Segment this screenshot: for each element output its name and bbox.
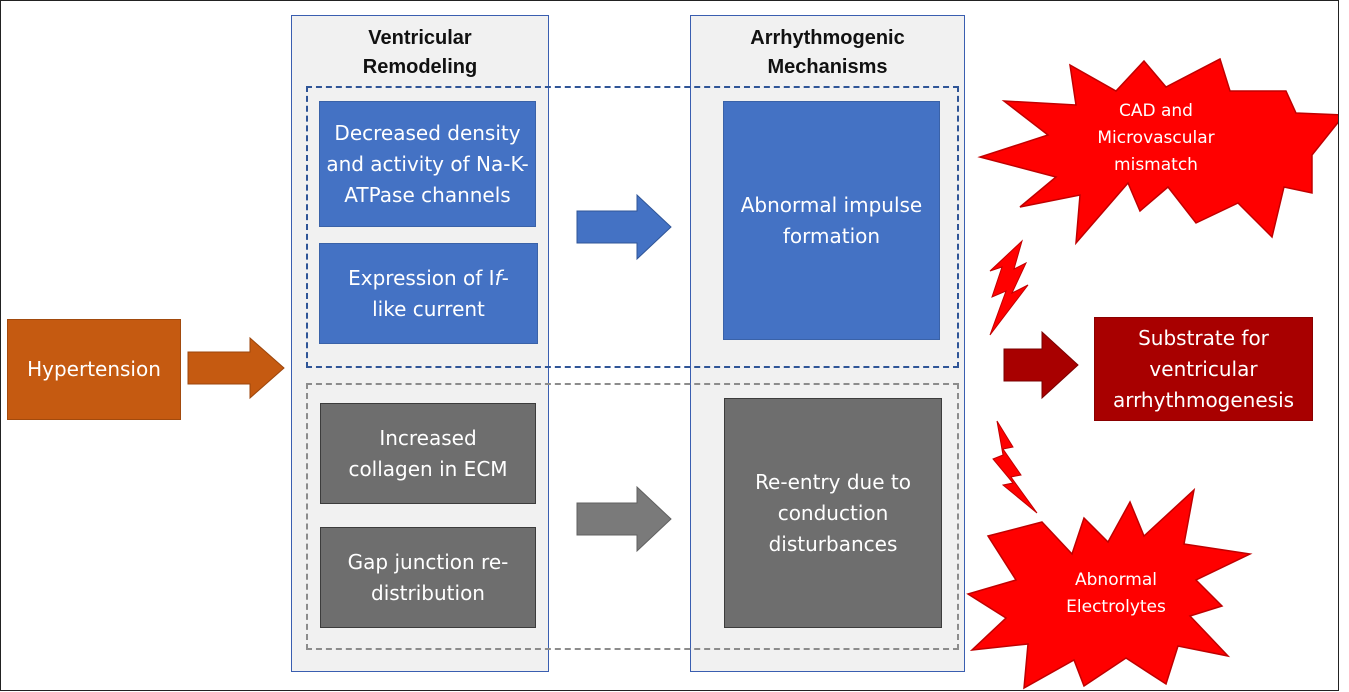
abnormal-impulse-label: Abnormal impulse formation [740,192,923,248]
substrate-label: Substrate for ventricular arrhythmogenes… [1112,325,1295,412]
gap-junction-box: Gap junction re-distribution [320,527,536,628]
if-current-box: Expression of If-like current [319,243,538,344]
cad-starburst-icon [977,57,1338,246]
arrow-to-substrate [1003,330,1079,400]
re-entry-box: Re-entry due to conduction disturbances [724,398,942,628]
re-entry-label: Re-entry due to conduction disturbances [755,469,911,556]
arrow-structural-to-mechanism [576,485,672,553]
na-k-atpase-label: Decreased density and activity of Na-K-A… [326,120,529,207]
arrow-electrical-to-mechanism [576,193,672,261]
lightning-upper-icon [989,239,1029,336]
gap-junction-label: Gap junction re-distribution [347,549,509,605]
electrical-pathway-group [306,86,959,368]
arrow-hypertension-to-remodeling [187,336,285,400]
substrate-box: Substrate for ventricular arrhythmogenes… [1094,317,1313,421]
hypertension-label: Hypertension [27,357,161,381]
if-current-label: Expression of If-like current [348,265,509,321]
cad-starburst-label: CAD and Microvascular mismatch [1097,101,1215,175]
na-k-atpase-box: Decreased density and activity of Na-K-A… [319,101,536,227]
mechanisms-column-title: Arrhythmogenic Mechanisms [750,27,905,78]
collagen-label: Increased collagen in ECM [348,425,508,481]
hypertension-box: Hypertension [7,319,181,420]
collagen-box: Increased collagen in ECM [320,403,536,504]
electrolytes-starburst-label: Abnormal Electrolytes [1066,570,1166,617]
remodeling-column-title: Ventricular Remodeling [362,27,478,78]
structural-pathway-group [306,383,959,650]
abnormal-impulse-box: Abnormal impulse formation [723,101,940,340]
lightning-lower-icon [992,420,1038,514]
electrolytes-starburst-icon [966,487,1253,690]
